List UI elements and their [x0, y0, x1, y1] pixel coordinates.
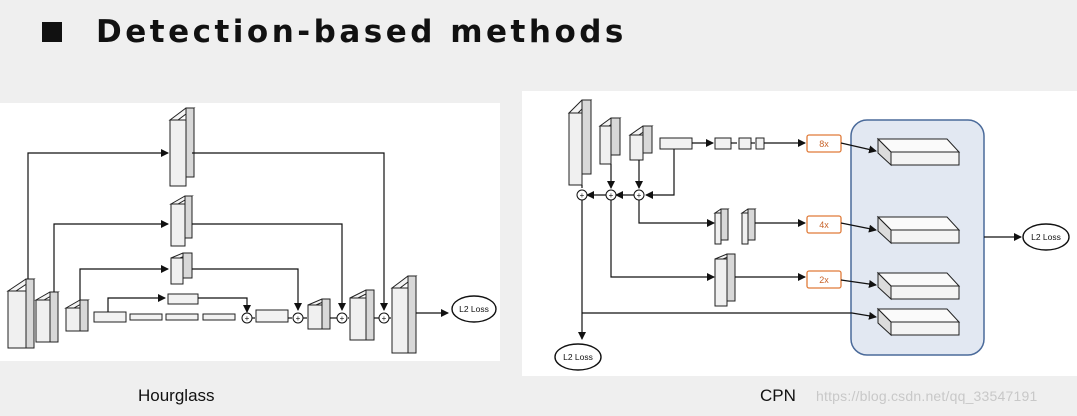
loss-node [1022, 223, 1070, 251]
block [168, 107, 196, 187]
block [714, 137, 732, 150]
cpn-caption: CPN [760, 386, 796, 405]
block [659, 137, 693, 150]
slide-title: Detection-based methods [42, 14, 627, 50]
plus-node [241, 312, 253, 324]
plus-label: + [245, 314, 250, 323]
block [255, 309, 289, 323]
upsample-2x-label: 2x [819, 275, 829, 285]
block [64, 299, 90, 332]
plus-node [336, 312, 348, 324]
block [567, 99, 593, 186]
refine-block [876, 307, 961, 337]
loss-label: L2 Loss [563, 352, 593, 362]
block [713, 208, 730, 245]
cpn-diagram: 8x 4x 2x [522, 91, 1077, 376]
loss-label: L2 Loss [459, 304, 489, 314]
plus-label: + [609, 191, 614, 200]
block [738, 137, 752, 150]
block [129, 313, 163, 321]
loss-label: L2 Loss [1031, 232, 1061, 242]
hourglass-caption: Hourglass [138, 386, 215, 405]
upsample-8x-label: 8x [819, 139, 829, 149]
block [169, 195, 194, 247]
loss-node [451, 295, 497, 323]
plus-node [378, 312, 390, 324]
block [714, 253, 736, 307]
plus-label: + [382, 314, 387, 323]
loss-node [554, 343, 602, 371]
upsample-4x-box [806, 215, 842, 234]
plus-node [292, 312, 304, 324]
block [202, 313, 236, 321]
cpn-svg: 8x 4x 2x [554, 99, 1070, 371]
watermark: https://blog.csdn.net/qq_33547191 [816, 388, 1038, 404]
refine-block [876, 137, 961, 167]
square-bullet-icon [42, 22, 62, 42]
plus-node [605, 189, 617, 201]
upsample-4x-label: 4x [819, 220, 829, 230]
plus-label: + [580, 191, 585, 200]
plus-label: + [296, 314, 301, 323]
block [170, 252, 193, 285]
block [598, 117, 622, 165]
block [167, 293, 199, 305]
hourglass-diagram: + + + + L2 Loss [0, 103, 500, 361]
block [165, 313, 199, 321]
hourglass-svg: + + + + L2 Loss [6, 107, 497, 354]
block [6, 278, 36, 349]
block [93, 311, 127, 323]
block [740, 208, 757, 245]
block [755, 137, 765, 150]
plus-node [576, 189, 588, 201]
block [349, 289, 375, 341]
block [307, 298, 331, 330]
title-text: Detection-based methods [96, 14, 627, 50]
upsample-2x-box [806, 270, 842, 289]
refine-block [876, 215, 961, 245]
block [628, 125, 654, 161]
plus-label: + [637, 191, 642, 200]
refine-block [876, 271, 961, 301]
plus-node [633, 189, 645, 201]
block [390, 275, 418, 354]
block [34, 291, 60, 343]
plus-label: + [340, 314, 345, 323]
